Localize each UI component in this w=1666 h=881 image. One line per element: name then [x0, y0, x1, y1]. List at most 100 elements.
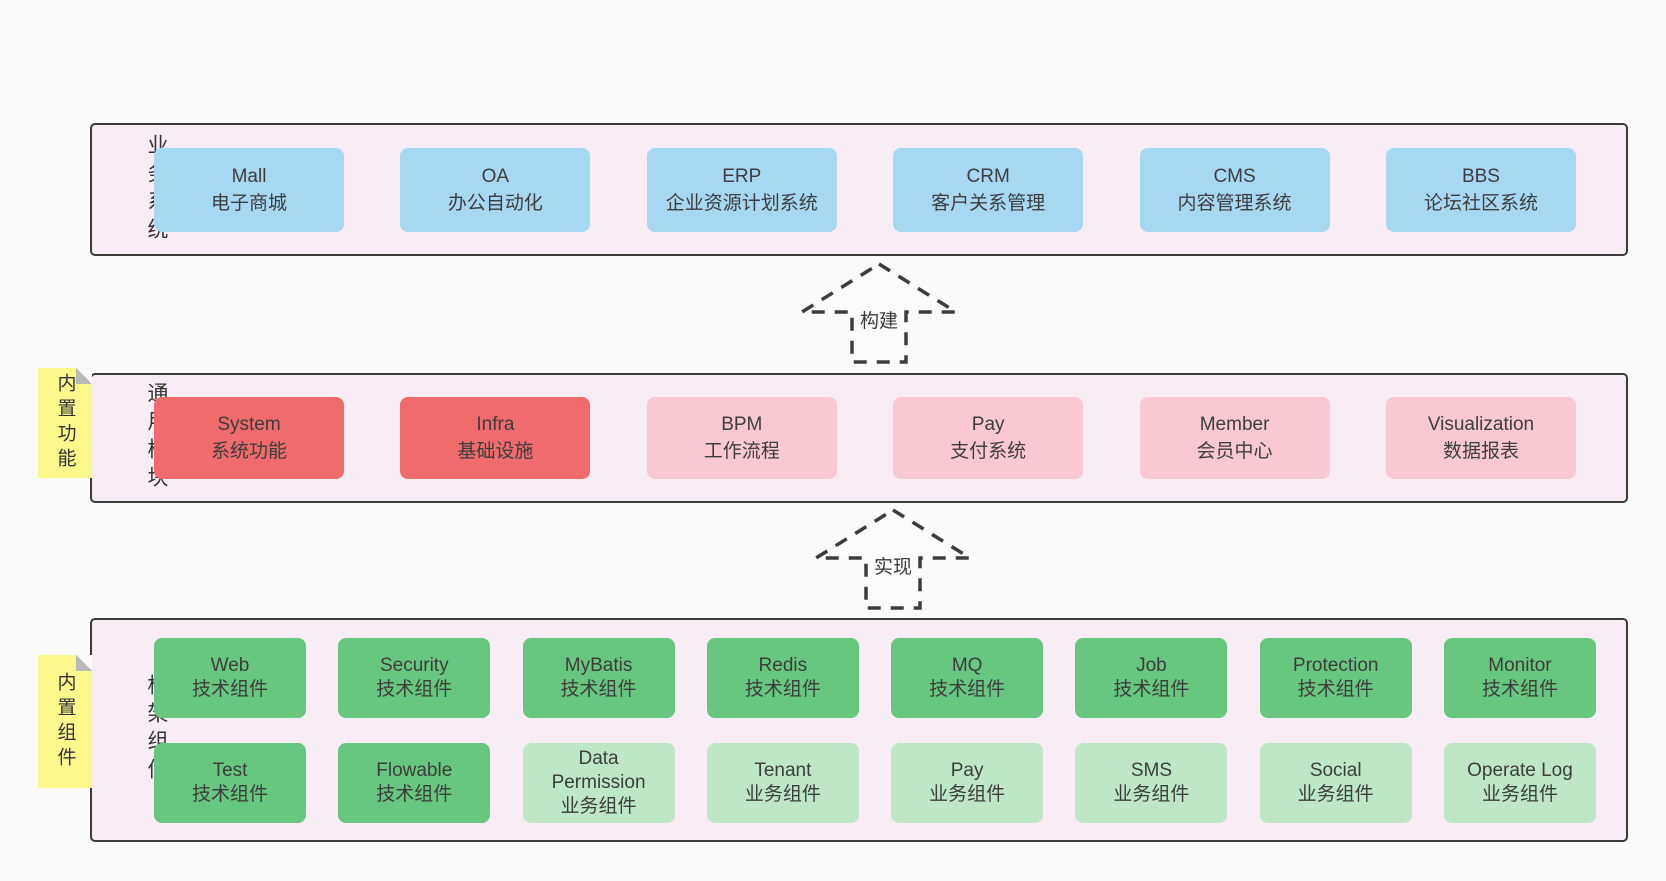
box-subtitle: 技术组件: [191, 678, 268, 700]
box-oa: OA 办公自动化: [400, 147, 591, 232]
box-title: Monitor: [1488, 654, 1552, 676]
box-title: Web: [210, 654, 250, 676]
arrow-implement-label: 实现: [869, 552, 917, 579]
box-title: BPM: [721, 414, 763, 435]
box-title: System: [217, 414, 281, 435]
band-common-modules: 通用模块 System 系统功能 Infra 基础设施 BPM 工作流程 Pay…: [90, 373, 1628, 503]
component-row: Web 技术组件 Security 技术组件 MyBatis 技术组件 Redi…: [154, 637, 1596, 718]
box-subtitle: 论坛社区系统: [1423, 192, 1538, 214]
business-systems-boxes: Mall 电子商城 OA 办公自动化 ERP 企业资源计划系统 CRM 客户关系…: [154, 125, 1576, 254]
arrow-build: 构建: [800, 260, 958, 366]
box-title: Flowable: [376, 759, 453, 781]
box-subtitle: 会员中心: [1196, 441, 1273, 462]
box-subtitle: 办公自动化: [447, 192, 543, 214]
box-title: Operate Log: [1467, 759, 1573, 781]
box-subtitle: 客户关系管理: [931, 192, 1046, 214]
box-title: Mall: [231, 165, 267, 187]
box-title: Protection: [1292, 654, 1379, 676]
box-title: ERP: [722, 165, 762, 187]
box-title: Job: [1136, 654, 1167, 676]
box-subtitle: 业务组件: [1297, 783, 1374, 805]
box-title: OA: [481, 165, 510, 187]
component-row: Test 技术组件 Flowable 技术组件 Data Permission …: [154, 742, 1596, 823]
box-system: System 系统功能: [154, 397, 344, 479]
box-title: Data Permission: [551, 747, 646, 793]
box-title: Test: [212, 759, 248, 781]
box-title: Security: [379, 654, 449, 676]
box-title: Infra: [476, 414, 515, 435]
box-subtitle: 技术组件: [376, 678, 453, 700]
folded-corner-icon: [76, 368, 92, 384]
box-protection: Protection 技术组件: [1259, 637, 1412, 718]
box-subtitle: 技术组件: [1481, 678, 1558, 700]
box-subtitle: 电子商城: [210, 192, 287, 214]
box-title: Member: [1199, 414, 1270, 435]
box-title: Tenant: [754, 759, 812, 781]
box-mybatis: MyBatis 技术组件: [522, 637, 675, 718]
framework-components-boxes: Web 技术组件 Security 技术组件 MyBatis 技术组件 Redi…: [154, 620, 1596, 840]
box-subtitle: 技术组件: [560, 678, 637, 700]
box-subtitle: 技术组件: [1113, 678, 1190, 700]
box-web: Web 技术组件: [154, 637, 306, 718]
box-tenant: Tenant 业务组件: [706, 742, 859, 823]
box-subtitle: 技术组件: [191, 783, 268, 805]
note-built-in-components: 内置组件: [38, 655, 92, 788]
box-visualization: Visualization 数据报表: [1385, 397, 1576, 479]
note-built-in-features: 内置功能: [38, 368, 92, 478]
common-modules-boxes: System 系统功能 Infra 基础设施 BPM 工作流程 Pay 支付系统…: [154, 375, 1576, 501]
box-operate-log: Operate Log 业务组件: [1443, 742, 1596, 823]
arrow-build-label: 构建: [855, 306, 903, 333]
box-infra: Infra 基础设施: [400, 397, 591, 479]
box-pay: Pay 支付系统: [893, 397, 1084, 479]
box-subtitle: 技术组件: [1297, 678, 1374, 700]
box-member: Member 会员中心: [1139, 397, 1330, 479]
box-bpm: BPM 工作流程: [646, 397, 837, 479]
box-redis: Redis 技术组件: [706, 637, 859, 718]
box-bbs: BBS 论坛社区系统: [1385, 147, 1576, 232]
box-subtitle: 技术组件: [376, 783, 453, 805]
box-subtitle: 数据报表: [1442, 441, 1519, 462]
band-framework-components: 框架组件 Web 技术组件 Security 技术组件 MyBatis 技术组件…: [90, 618, 1628, 842]
box-monitor: Monitor 技术组件: [1443, 637, 1596, 718]
box-subtitle: 系统功能: [210, 441, 287, 462]
box-mall: Mall 电子商城: [154, 147, 344, 232]
box-subtitle: 业务组件: [929, 783, 1006, 805]
box-erp: ERP 企业资源计划系统: [646, 147, 837, 232]
box-title: SMS: [1130, 759, 1172, 781]
box-subtitle: 技术组件: [929, 678, 1006, 700]
arrow-implement: 实现: [814, 506, 972, 612]
box-crm: CRM 客户关系管理: [893, 147, 1084, 232]
box-subtitle: 业务组件: [1481, 783, 1558, 805]
box-subtitle: 企业资源计划系统: [665, 192, 818, 214]
box-security: Security 技术组件: [338, 637, 491, 718]
box-data-permission: Data Permission 业务组件: [522, 742, 675, 823]
box-subtitle: 技术组件: [744, 678, 821, 700]
band-business-systems: 业务系统 Mall 电子商城 OA 办公自动化 ERP 企业资源计划系统 CRM…: [90, 123, 1628, 256]
box-title: MyBatis: [564, 654, 633, 676]
box-test: Test 技术组件: [154, 742, 306, 823]
box-subtitle: 工作流程: [703, 441, 780, 462]
box-title: Pay: [971, 414, 1005, 435]
box-social: Social 业务组件: [1259, 742, 1412, 823]
box-cms: CMS 内容管理系统: [1139, 147, 1330, 232]
box-subtitle: 业务组件: [744, 783, 821, 805]
box-title: MQ: [951, 654, 983, 676]
box-pay-component: Pay 业务组件: [891, 742, 1044, 823]
box-sms: SMS 业务组件: [1075, 742, 1228, 823]
box-mq: MQ 技术组件: [891, 637, 1044, 718]
note-text: 内置组件: [54, 671, 76, 772]
note-text: 内置功能: [54, 373, 76, 473]
box-title: CMS: [1213, 165, 1256, 187]
box-subtitle: 支付系统: [950, 441, 1027, 462]
folded-corner-icon: [76, 655, 92, 671]
box-subtitle: 基础设施: [457, 441, 534, 462]
box-title: Pay: [950, 759, 984, 781]
box-subtitle: 内容管理系统: [1177, 192, 1292, 214]
box-flowable: Flowable 技术组件: [338, 742, 491, 823]
box-title: Redis: [758, 654, 808, 676]
box-subtitle: 业务组件: [560, 795, 637, 817]
box-title: CRM: [966, 165, 1010, 187]
box-job: Job 技术组件: [1075, 637, 1228, 718]
box-subtitle: 业务组件: [1113, 783, 1190, 805]
box-title: BBS: [1461, 165, 1500, 187]
